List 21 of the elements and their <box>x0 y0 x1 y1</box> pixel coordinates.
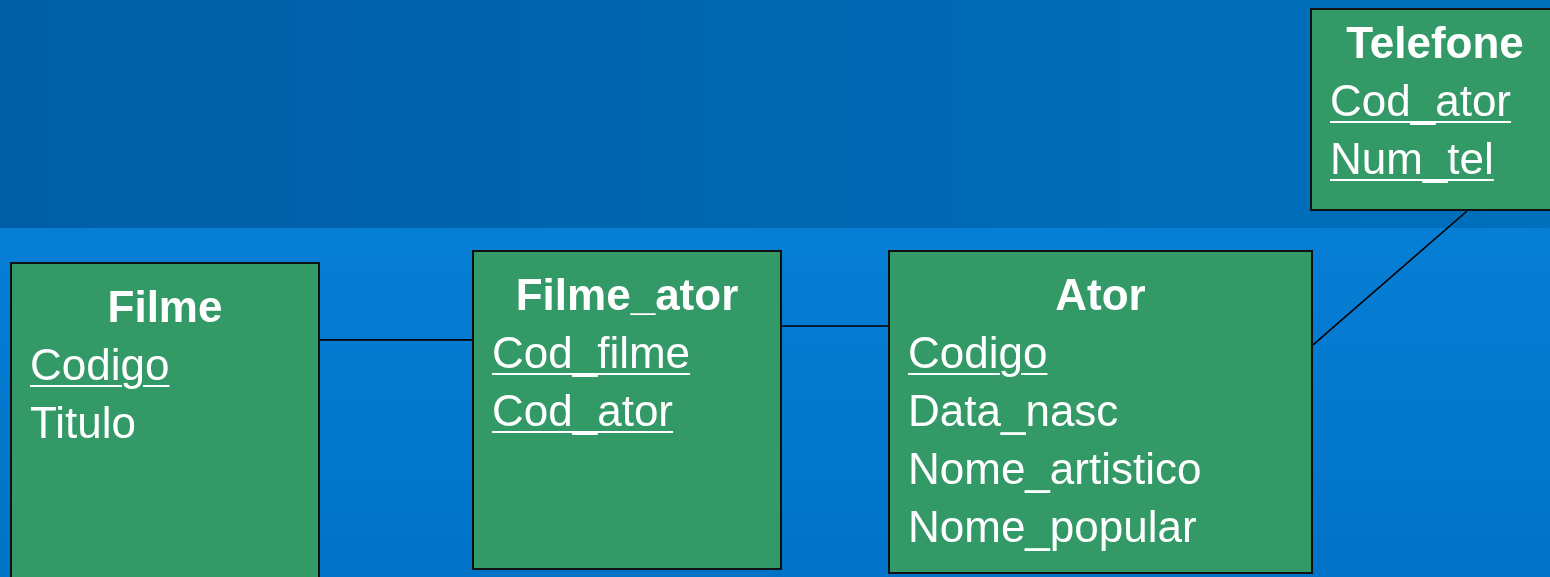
key-attribute: Cod_filme <box>492 328 691 377</box>
key-attribute: Codigo <box>30 340 170 389</box>
entity-name: Telefone <box>1346 18 1524 67</box>
entity-name: Filme_ator <box>515 270 739 319</box>
relationship-line <box>781 325 889 327</box>
key-attribute: Codigo <box>908 328 1048 377</box>
key-attribute: Cod_ator <box>1330 76 1511 125</box>
attribute: Titulo <box>30 398 136 447</box>
entity-box <box>472 250 782 570</box>
entity-box <box>1310 8 1550 211</box>
key-attribute: Num_tel <box>1330 134 1494 183</box>
relationship-line <box>319 339 473 341</box>
entity-name: Ator <box>1055 270 1146 319</box>
attribute: Nome_artistico <box>908 444 1202 493</box>
key-attribute: Cod_ator <box>492 386 673 435</box>
entity-box <box>888 250 1313 574</box>
entity-name: Filme <box>107 282 223 331</box>
attribute: Nome_popular <box>908 502 1197 551</box>
entity-box <box>10 262 320 577</box>
attribute: Data_nasc <box>908 386 1119 435</box>
relationship-line <box>1312 210 1468 346</box>
